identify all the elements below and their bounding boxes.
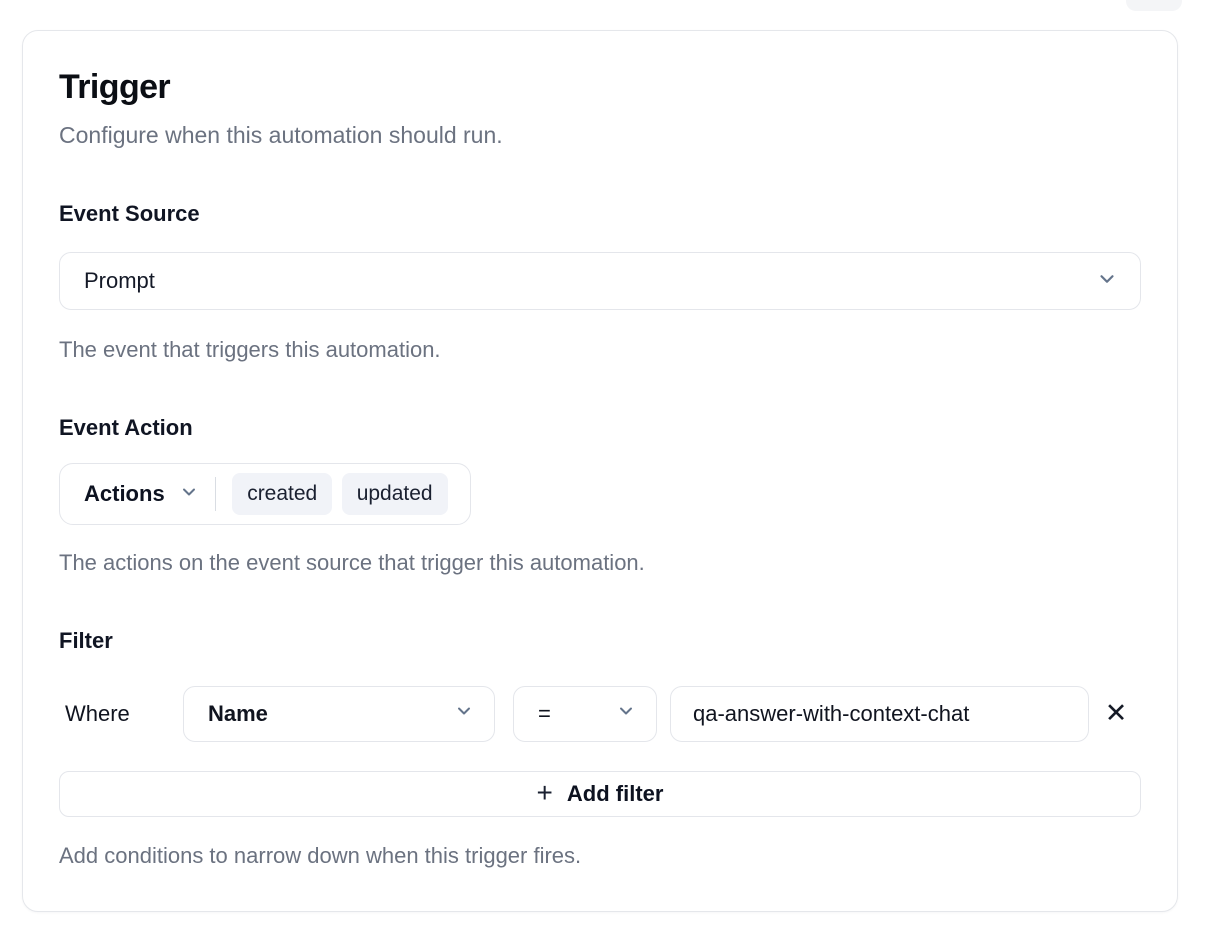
filter-field-value: Name <box>208 700 268 726</box>
trigger-card: Trigger Configure when this automation s… <box>22 30 1178 912</box>
filter-operator-value: = <box>538 700 551 726</box>
event-source-help: The event that triggers this automation. <box>59 337 441 363</box>
chevron-down-icon <box>179 482 199 507</box>
chevron-down-icon <box>1096 268 1118 295</box>
add-filter-label: Add filter <box>566 780 664 806</box>
page-title: Trigger <box>59 68 171 106</box>
event-action-dropdown[interactable]: Actions <box>84 481 199 507</box>
where-label: Where <box>65 700 130 726</box>
filter-value-input[interactable] <box>670 685 1089 742</box>
event-action-control: Actions created updated <box>59 463 471 526</box>
filter-field-select[interactable]: Name <box>183 685 495 742</box>
event-action-dropdown-label: Actions <box>84 481 165 507</box>
close-icon: ✕ <box>1104 698 1128 729</box>
divider <box>214 477 217 512</box>
event-action-help: The actions on the event source that tri… <box>59 550 645 576</box>
action-tag-updated: updated <box>341 473 448 516</box>
event-source-label: Event Source <box>59 200 200 226</box>
event-source-value: Prompt <box>84 268 155 294</box>
cutoff-element-top <box>1126 0 1182 11</box>
chevron-down-icon <box>616 701 636 726</box>
filter-condition-row: Where Name = ✕ <box>59 685 1141 742</box>
event-source-select[interactable]: Prompt <box>59 252 1141 311</box>
chevron-down-icon <box>454 701 474 726</box>
filter-help: Add conditions to narrow down when this … <box>59 842 582 868</box>
event-action-label: Event Action <box>59 414 193 440</box>
plus-icon: + <box>536 776 553 808</box>
page-subtitle: Configure when this automation should ru… <box>59 121 503 148</box>
filter-label: Filter <box>59 628 113 654</box>
remove-filter-button[interactable]: ✕ <box>1091 689 1141 739</box>
filter-operator-select[interactable]: = <box>513 685 657 742</box>
add-filter-button[interactable]: + Add filter <box>59 770 1141 817</box>
action-tag-created: created <box>232 473 333 516</box>
